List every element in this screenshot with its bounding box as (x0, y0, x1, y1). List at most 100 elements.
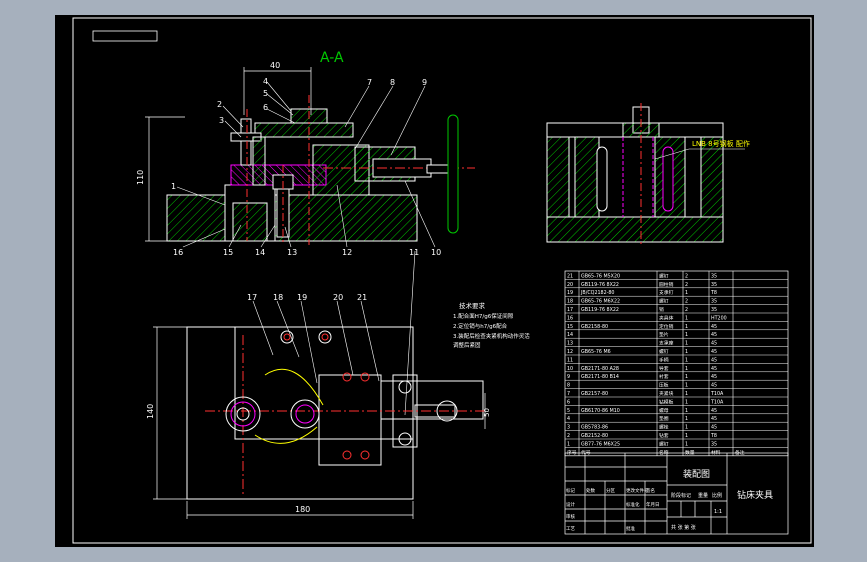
bom-cell-no: 18 (567, 299, 573, 305)
bom-cell-mat: T8 (710, 290, 717, 296)
dim-top: 40 (270, 61, 280, 70)
callout-2: 2 (217, 100, 222, 109)
callout-16: 16 (173, 248, 183, 257)
bom-cell-no: 7 (567, 391, 570, 397)
bom-cell-mat: 45 (711, 425, 717, 431)
bom-cell-name: 螺钉 (659, 272, 669, 279)
dim-plan-left: 140 (146, 404, 155, 419)
bom-cell-no: 3 (567, 425, 570, 431)
bom-cell-name: 圆柱销 (659, 281, 674, 288)
technical-notes: 技术要求 1.配合面H7/g6保证间隙 2.定位销与h7/g6配合 3.装配后检… (453, 301, 530, 349)
bom-cell-qty: 1 (685, 425, 688, 431)
bom-cell-no: 11 (567, 357, 573, 363)
bom-cell-code: GB2171-80 B14 (581, 374, 619, 380)
row-doc: 更改文件号 (626, 487, 649, 494)
bom-cell-code: GB6170-86 M10 (581, 408, 620, 414)
bom-cell-no: 13 (567, 341, 573, 347)
role-check: 审核 (566, 513, 575, 520)
dim-left: 110 (136, 170, 145, 185)
bom-header-code: 代号 (581, 449, 591, 456)
row-zone: 分区 (606, 487, 615, 494)
bom-cell-name: 螺钉 (659, 348, 669, 355)
bom-cell-mat: 45 (711, 383, 717, 389)
bom-cell-mat: 45 (711, 324, 717, 330)
bom-cell-no: 6 (567, 399, 570, 405)
weight-label: 重量 (698, 492, 708, 499)
bom-cell-mat: HT200 (711, 315, 727, 321)
note-line-3: 3.装配后检查夹紧机构动作灵活 (453, 332, 530, 340)
bom-cell-code: GB2158-80 (581, 324, 608, 330)
bom-cell-no: 20 (567, 282, 573, 288)
bom-cell-name: 衬套 (659, 373, 669, 380)
role-process: 工艺 (566, 526, 575, 532)
bom-cell-qty: 1 (685, 374, 688, 380)
bom-cell-qty: 1 (685, 408, 688, 414)
bom-cell-qty: 1 (685, 416, 688, 422)
detail-view: LNB 8号钢板 配作 (546, 103, 750, 247)
note-line-4: 调整后紧固 (453, 341, 481, 349)
bom-cell-code: GB5783-86 (581, 425, 608, 431)
callout-20: 20 (333, 293, 343, 302)
callout-5: 5 (263, 89, 268, 98)
callout-12: 12 (342, 248, 352, 257)
bom-cell-qty: 2 (685, 307, 688, 313)
part-name: 钻床夹具 (737, 489, 773, 501)
bom-cell-no: 1 (567, 441, 570, 447)
bom-cell-name: 定位销 (659, 323, 674, 330)
bom-cell-qty: 2 (685, 273, 688, 279)
title-block-text: 装配图 钻床夹具 阶段标记 重量 比例 1:1 共 张 第 张 标记 处数 分区… (566, 468, 773, 532)
bom-cell-qty: 1 (685, 324, 688, 330)
bom-cell-qty: 1 (685, 383, 688, 389)
bom-cell-no: 8 (567, 383, 570, 389)
bom-cell-mat: 45 (711, 349, 717, 355)
callout-3: 3 (219, 116, 224, 125)
bom-cell-mat: 45 (711, 332, 717, 338)
bom-cell-name: 螺钉 (659, 440, 669, 447)
bom-cell-name: 螺栓 (659, 424, 669, 431)
bom-header-qty: 数量 (685, 449, 695, 456)
sheet-label: 共 张 第 张 (671, 524, 696, 531)
plan-view: 140 180 50 17 18 19 20 21 (146, 293, 491, 519)
bom-cell-no: 21 (567, 273, 573, 279)
bom-cell-mat: 45 (711, 416, 717, 422)
bom-cell-name: 销 (659, 306, 664, 313)
bom-cell-code: JB/CQ2182-80 (580, 290, 615, 296)
role-standard: 标准化 (626, 501, 640, 508)
bom-cell-qty: 1 (685, 366, 688, 372)
callout-19: 19 (297, 293, 307, 302)
row-count: 处数 (586, 487, 595, 494)
base-body (166, 194, 418, 242)
section-view: A-A (136, 50, 475, 416)
bom-cell-mat: 35 (711, 299, 717, 305)
sheet-frame (72, 17, 812, 544)
bom-cell-no: 19 (567, 290, 573, 296)
bom-cell-no: 16 (567, 315, 573, 321)
row-mark: 标记 (566, 487, 575, 494)
bom-cell-name: 夹紧块 (659, 390, 674, 397)
callout-8: 8 (390, 78, 395, 87)
bom-cell-code: GB65-76 M5X20 (581, 273, 620, 279)
stage-label: 阶段标记 (671, 492, 691, 499)
bom-cell-qty: 1 (685, 391, 688, 397)
bom-cell-qty: 1 (685, 290, 688, 296)
bom-cell-mat: 45 (711, 341, 717, 347)
bom-cell-no: 15 (567, 324, 573, 330)
bom-cell-no: 12 (567, 349, 573, 355)
bom-cell-no: 5 (567, 408, 570, 414)
bom-cell-qty: 1 (685, 332, 688, 338)
bom-cell-name: 夹具体 (659, 314, 674, 321)
bom-cell-code: GB77-76 M6X25 (581, 441, 620, 447)
role-approve: 批准 (626, 525, 635, 532)
bom-cell-mat: T10A (710, 391, 724, 397)
note-line-2: 2.定位销与h7/g6配合 (453, 322, 508, 330)
row-date: 年月日 (646, 501, 660, 508)
bom-cell-name: 垫片 (659, 331, 669, 338)
dim-bottom: 180 (295, 505, 310, 514)
callout-17: 17 (247, 293, 257, 302)
bom-header-mat: 材料 (711, 449, 721, 456)
bom-cell-mat: T10A (710, 399, 724, 405)
row-sign: 签名 (646, 487, 655, 494)
handle (447, 114, 459, 234)
bom-cell-name: 钻套 (659, 432, 669, 439)
